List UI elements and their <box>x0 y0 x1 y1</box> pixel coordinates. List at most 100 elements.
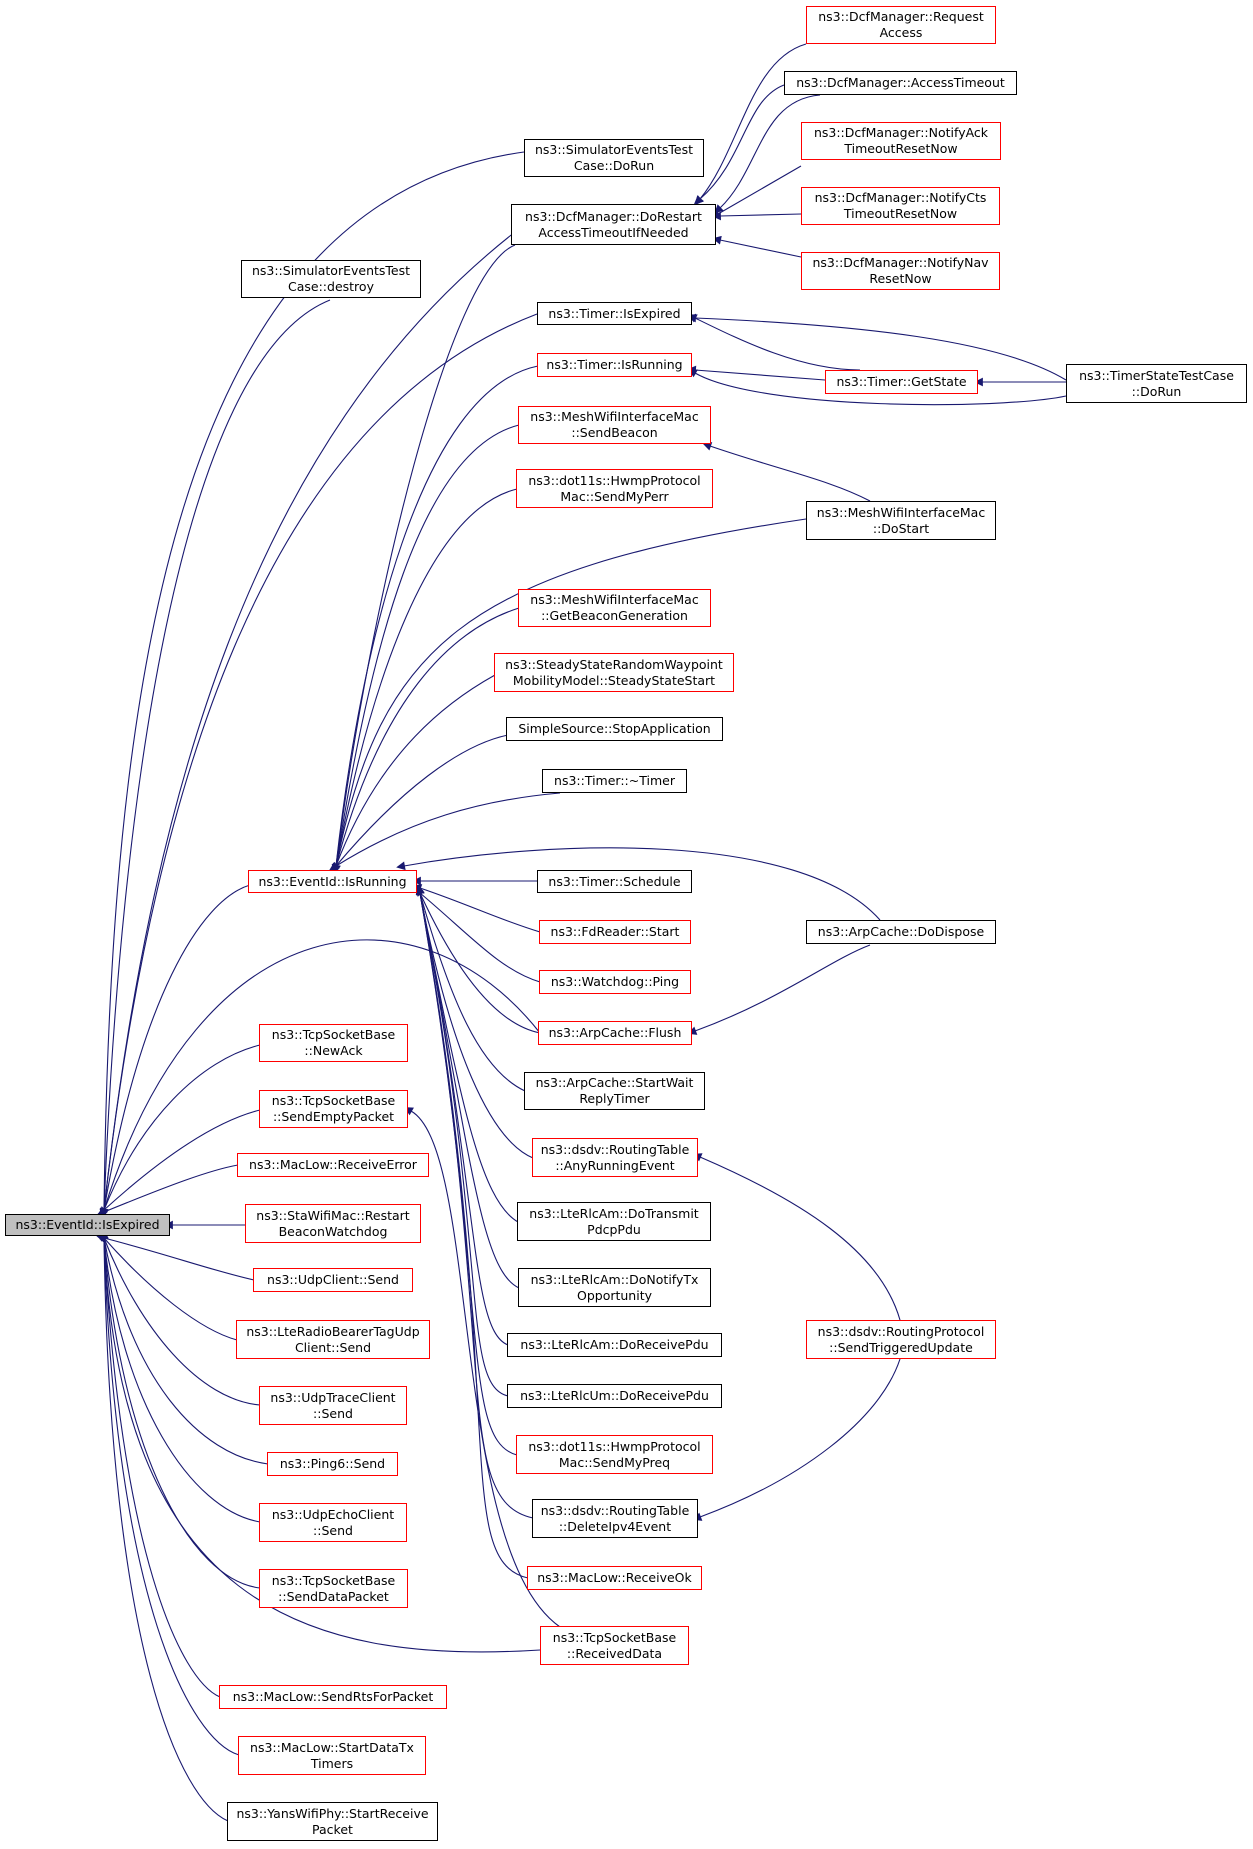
edge-timer-getstate <box>687 314 861 371</box>
node-udptrace-send[interactable]: ns3::UdpTraceClient ::Send <box>259 1386 407 1425</box>
node-maclow-receiveok[interactable]: ns3::MacLow::ReceiveOk <box>527 1566 702 1590</box>
edge-ir-arpcache-startwait <box>416 885 526 1092</box>
edge-mesh-dostart-sendbeacon <box>702 442 871 502</box>
edge-ir-lteum-receive <box>415 885 509 1397</box>
node-lteradio-send[interactable]: ns3::LteRadioBearerTagUdp Client::Send <box>236 1320 430 1359</box>
node-steady-start[interactable]: ns3::SteadyStateRandomWaypoint MobilityM… <box>494 653 734 692</box>
node-tcp-receiveddata[interactable]: ns3::TcpSocketBase ::ReceivedData <box>540 1626 689 1665</box>
node-simtest-dorun[interactable]: ns3::SimulatorEventsTest Case::DoRun <box>524 139 704 177</box>
node-dcf-ack[interactable]: ns3::DcfManager::NotifyAck TimeoutResetN… <box>801 122 1001 160</box>
node-lte-dotransmit[interactable]: ns3::LteRlcAm::DoTransmit PdcpPdu <box>517 1202 711 1241</box>
edge-ir-dcf-restart <box>331 244 516 874</box>
node-maclow-receiveerror[interactable]: ns3::MacLow::ReceiveError <box>237 1153 429 1177</box>
node-sta-restart[interactable]: ns3::StaWifiMac::Restart BeaconWatchdog <box>245 1204 421 1243</box>
edge-simtest-destroy <box>99 299 331 1218</box>
node-lte-donotify[interactable]: ns3::LteRlcAm::DoNotifyTx Opportunity <box>518 1268 711 1307</box>
node-timer-isexpired[interactable]: ns3::Timer::IsExpired <box>537 302 692 325</box>
edge-dcf-restart <box>99 231 516 1218</box>
node-ping6-send[interactable]: ns3::Ping6::Send <box>267 1452 398 1476</box>
node-dsdv-sendtriggered[interactable]: ns3::dsdv::RoutingProtocol ::SendTrigger… <box>806 1320 996 1359</box>
node-arpcache-dispose[interactable]: ns3::ArpCache::DoDispose <box>806 920 996 944</box>
edge-tcp-sendempty-receiveddata <box>404 1107 561 1628</box>
node-timer-getstate[interactable]: ns3::Timer::GetState <box>825 370 978 394</box>
node-maclow-sendrts[interactable]: ns3::MacLow::SendRtsForPacket <box>219 1685 447 1709</box>
edge-dsdv-sendtriggered-delete <box>692 1358 901 1521</box>
edge-ir-mesh-getbeacon <box>331 607 520 874</box>
edge-ir-dsdv-anyrunning <box>415 885 534 1159</box>
node-dsdv-delete[interactable]: ns3::dsdv::RoutingTable ::DeleteIpv4Even… <box>532 1499 698 1538</box>
edge-ir-mesh-sendbeacon <box>331 424 520 874</box>
node-watchdog-ping[interactable]: ns3::Watchdog::Ping <box>539 970 691 994</box>
node-timer-schedule[interactable]: ns3::Timer::Schedule <box>537 870 692 893</box>
edge-ir-simple-stop <box>330 734 509 873</box>
node-tcp-senddata[interactable]: ns3::TcpSocketBase ::SendDataPacket <box>259 1569 408 1608</box>
edge-ir-arpcache-flush <box>416 885 541 1034</box>
edge-udpclient-send <box>96 1233 255 1281</box>
node-eventid-isrunning[interactable]: ns3::EventId::IsRunning <box>248 870 417 893</box>
node-timerstate-dorun[interactable]: ns3::TimerStateTestCase ::DoRun <box>1066 364 1247 403</box>
node-tcp-newack[interactable]: ns3::TcpSocketBase ::NewAck <box>259 1024 408 1062</box>
node-timer-isrunning[interactable]: ns3::Timer::IsRunning <box>537 353 692 377</box>
node-mesh-sendbeacon[interactable]: ns3::MeshWifiInterfaceMac ::SendBeacon <box>518 406 711 444</box>
node-lteum-receive[interactable]: ns3::LteRlcUm::DoReceivePdu <box>507 1384 722 1408</box>
node-arpcache-flush[interactable]: ns3::ArpCache::Flush <box>538 1021 692 1045</box>
node-dsdv-anyrunning[interactable]: ns3::dsdv::RoutingTable ::AnyRunningEven… <box>532 1138 698 1177</box>
node-lteam-receive[interactable]: ns3::LteRlcAm::DoReceivePdu <box>507 1333 722 1357</box>
node-hwmp-preq[interactable]: ns3::dot11s::HwmpProtocol Mac::SendMyPre… <box>516 1435 713 1474</box>
edge-ir-lteam-receive <box>415 885 509 1346</box>
edge-tcp-senddata <box>99 1230 261 1589</box>
node-dcf-nav[interactable]: ns3::DcfManager::NotifyNav ResetNow <box>801 252 1000 290</box>
node-fdreader-start[interactable]: ns3::FdReader::Start <box>539 920 691 944</box>
node-simtest-destroy[interactable]: ns3::SimulatorEventsTest Case::destroy <box>241 260 421 298</box>
edge-timerstate-isrunning <box>688 369 1067 406</box>
edge-tcp-sendempty <box>98 1109 261 1216</box>
edge-ir-steady-start <box>332 674 496 874</box>
edge-timer-isexpired <box>99 313 538 1218</box>
edge-ir-mesh-dostart <box>331 518 807 874</box>
node-dcf-request[interactable]: ns3::DcfManager::Request Access <box>806 6 996 44</box>
edge-tcp-newack <box>100 1044 261 1218</box>
edge-ping6-send <box>99 1230 269 1465</box>
edge-maclow-receiveerror <box>96 1164 239 1216</box>
edge-maclow-sendrts <box>99 1230 221 1698</box>
edge-arpcache-dispose-flush <box>687 944 871 1035</box>
edge-udptrace-send <box>100 1230 261 1406</box>
edge-simtest-dorun <box>99 151 525 1218</box>
edge-ir-watchdog-ping <box>413 887 541 983</box>
edge-ir-arpcache-dispose <box>396 847 881 921</box>
edge-arpcache-flush-root <box>100 939 541 1218</box>
node-simple-stop[interactable]: SimpleSource::StopApplication <box>506 717 723 741</box>
node-yans-startreceive[interactable]: ns3::YansWifiPhy::StartReceive Packet <box>227 1802 438 1841</box>
edge-lteradio-send <box>98 1232 238 1341</box>
edge-dcf-request <box>694 43 807 206</box>
edge-ir-timer-dtor <box>329 792 561 871</box>
node-timer-dtor[interactable]: ns3::Timer::~Timer <box>542 769 687 793</box>
node-mesh-dostart[interactable]: ns3::MeshWifiInterfaceMac ::DoStart <box>806 501 996 540</box>
node-tcp-sendempty[interactable]: ns3::TcpSocketBase ::SendEmptyPacket <box>259 1090 408 1128</box>
edge-yans-startreceive <box>99 1230 229 1822</box>
node-arpcache-startwait[interactable]: ns3::ArpCache::StartWait ReplyTimer <box>524 1072 705 1110</box>
node-eventid-isexpired[interactable]: ns3::EventId::IsExpired <box>5 1214 170 1236</box>
edge-udpecho-send <box>99 1230 261 1523</box>
edge-ir-fdreader-start <box>412 884 541 933</box>
node-udpecho-send[interactable]: ns3::UdpEchoClient ::Send <box>259 1503 407 1542</box>
edge-dcf-ack <box>711 165 802 218</box>
edge-dcf-nav <box>712 235 802 258</box>
edge-dcf-cts <box>712 211 802 221</box>
node-dcf-restart[interactable]: ns3::DcfManager::DoRestart AccessTimeout… <box>511 204 716 245</box>
edge-tcp-receiveddata-root <box>99 1230 541 1653</box>
node-udpclient-send[interactable]: ns3::UdpClient::Send <box>253 1268 413 1292</box>
edge-ir-timer-isrunning <box>331 365 539 874</box>
node-dcf-timeout[interactable]: ns3::DcfManager::AccessTimeout <box>784 71 1017 95</box>
edge-dsdv-sendtriggered-anyrunning <box>692 1153 901 1321</box>
node-maclow-startdata[interactable]: ns3::MacLow::StartDataTx Timers <box>238 1736 426 1775</box>
edge-eventid-isrunning <box>99 884 251 1218</box>
node-mesh-getbeacon[interactable]: ns3::MeshWifiInterfaceMac ::GetBeaconGen… <box>518 589 711 627</box>
edge-maclow-startdata <box>99 1230 240 1756</box>
node-hwmp-perr[interactable]: ns3::dot11s::HwmpProtocol Mac::SendMyPer… <box>516 469 713 508</box>
node-dcf-cts[interactable]: ns3::DcfManager::NotifyCts TimeoutResetN… <box>801 187 1000 225</box>
edge-dcf-timeout-2 <box>714 94 821 214</box>
edge-ir-hwmp-perr <box>331 488 518 874</box>
